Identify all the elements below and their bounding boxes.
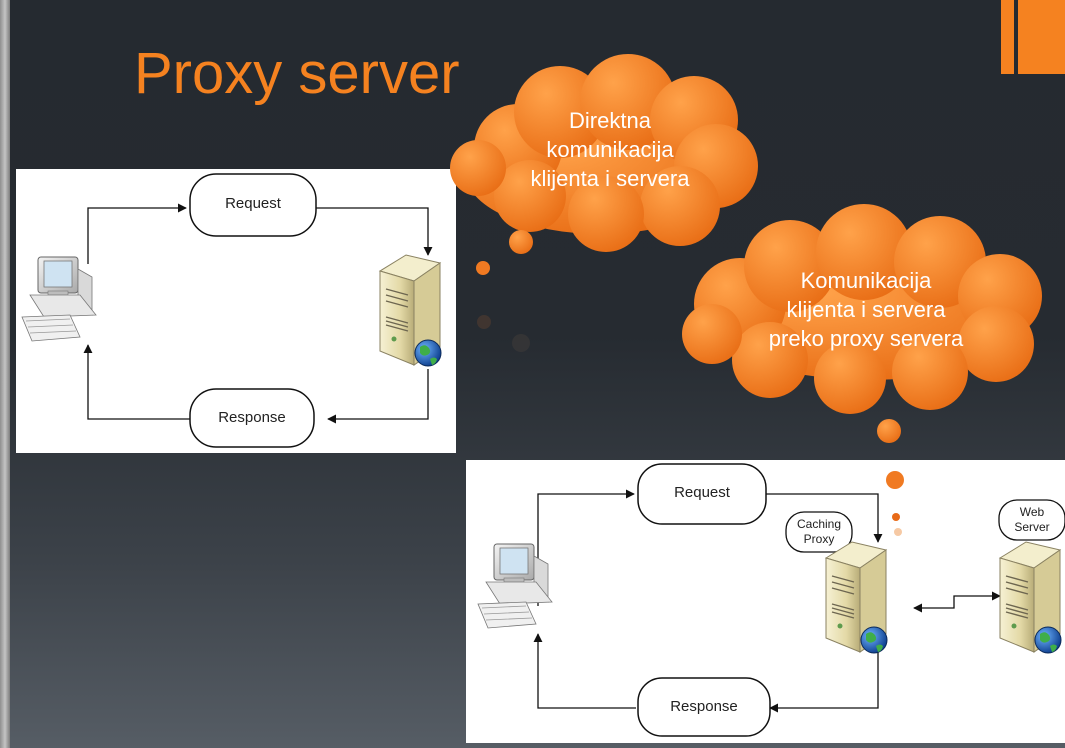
callout-cloud-direct (450, 54, 758, 252)
callout-proxy-text: Komunikacija klijenta i servera preko pr… (746, 266, 986, 353)
request-label: Request (674, 484, 730, 501)
direct-diagram-canvas (21, 173, 442, 448)
web-server-label-box (998, 499, 1065, 541)
response-box (189, 388, 315, 448)
callout-direct-text: Direktna komunikacija klijenta i servera (500, 106, 720, 193)
direct-communication-diagram: Request Response (16, 169, 456, 453)
caching-proxy-label-line-1: Caching (796, 517, 842, 531)
request-box (189, 173, 317, 237)
request-box (637, 463, 767, 525)
accent-bar-thin (1001, 0, 1014, 74)
callout-proxy-line-3: preko proxy servera (768, 326, 964, 351)
slide-left-edge (0, 0, 10, 748)
accent-bar-wide (1018, 0, 1065, 74)
caching-proxy-label-box (785, 511, 853, 553)
callout-trail-proxy (877, 419, 904, 536)
request-label: Request (225, 195, 281, 212)
web-server-label-line-1: Web (1019, 505, 1045, 519)
callout-trail-direct (476, 230, 533, 352)
slide-title: Proxy server (134, 41, 460, 106)
callout-proxy-line-2: klijenta i servera (786, 297, 946, 322)
response-label: Response (670, 698, 738, 715)
proxy-diagram-canvas (477, 463, 1065, 737)
web-server-label: Web Server (999, 505, 1065, 535)
direct-connectors (83, 203, 433, 424)
callout-direct-line-3: klijenta i servera (530, 166, 690, 191)
callout-cloud-proxy (682, 204, 1042, 414)
caching-proxy-label-line-2: Proxy (803, 532, 835, 546)
callout-direct-line-1: Direktna (569, 108, 651, 133)
web-server-label-line-2: Server (1014, 520, 1050, 534)
proxy-communication-diagram: Request Response Caching Proxy Web Serve… (466, 460, 1065, 743)
callout-direct-line-2: komunikacija (546, 137, 674, 162)
caching-proxy-label: Caching Proxy (786, 517, 852, 547)
callout-proxy-line-1: Komunikacija (800, 268, 932, 293)
response-label: Response (218, 409, 286, 426)
response-box (637, 677, 771, 737)
